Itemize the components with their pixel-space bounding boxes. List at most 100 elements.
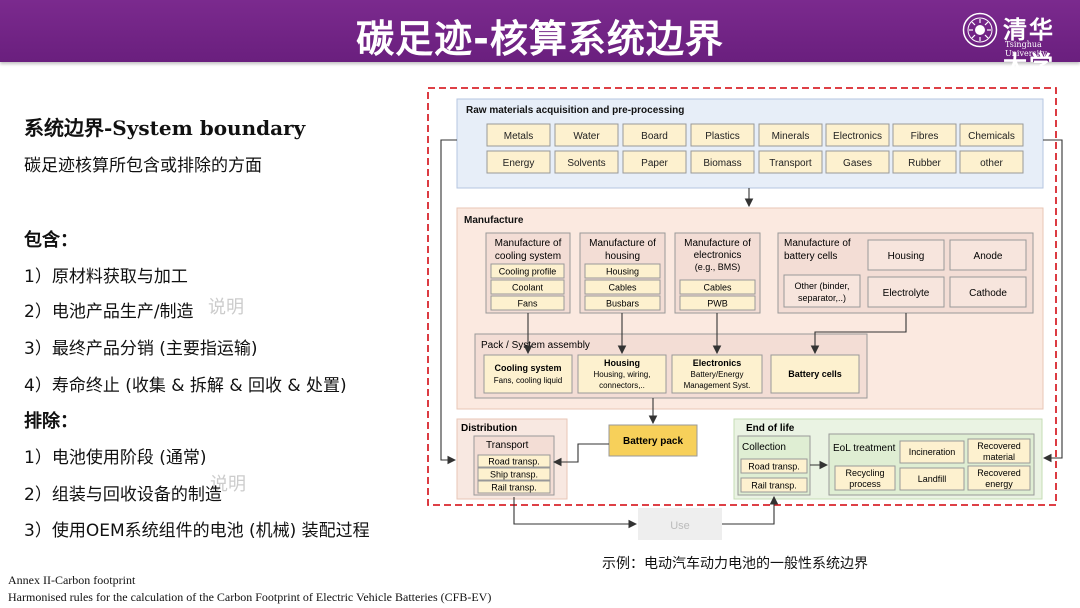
manufacture-group: Manufacture Manufacture of cooling syste… (456, 207, 1044, 410)
distribution-group: Distribution Transport Road transp. Ship… (456, 418, 568, 500)
housing-item: Cables (608, 283, 637, 293)
eol-title: End of life (746, 423, 795, 434)
manufacture-title: Manufacture (464, 215, 524, 226)
eol-recovered-material: Recovered (977, 441, 1021, 451)
footnote: Harmonised rules for the calculation of … (8, 590, 492, 604)
eol-recycling: process (849, 479, 881, 489)
raw-item: Solvents (567, 158, 605, 169)
ghost-text: 说明 (210, 474, 246, 495)
header-bar: 碳足迹-核算系统边界 清华大学 Tsinghua University (0, 0, 1080, 79)
eol-treatment-title: EoL treatment (833, 443, 896, 454)
distribution-item: Ship transp. (490, 470, 538, 480)
exclude-label: 排除： (24, 411, 78, 432)
housing-item: Busbars (606, 299, 640, 309)
use-box (638, 508, 722, 540)
exclude-item: 3）使用OEM系统组件的电池 (机械) 装配过程 (24, 521, 370, 541)
raw-item: other (980, 158, 1003, 169)
eol-recovered-energy: Recovered (977, 468, 1021, 478)
university-seal-icon (962, 12, 998, 48)
cells-item: Electrolyte (883, 288, 930, 299)
housing-item: Housing (606, 267, 639, 277)
cells-other: Other (binder, (794, 281, 849, 291)
distribution-title: Distribution (461, 423, 517, 434)
logo-text-cn: 清华大学 (1003, 15, 1055, 79)
electronics-title: electronics (694, 250, 742, 261)
footnote: Annex II-Carbon footprint (8, 573, 136, 587)
raw-item: Board (641, 131, 668, 142)
raw-item: Biomass (703, 158, 741, 169)
eol-recycling: Recycling (845, 468, 884, 478)
pack-electronics-sub: Battery/Energy (691, 370, 744, 379)
pack-cooling: Cooling system (494, 363, 561, 373)
raw-item: Minerals (772, 131, 810, 142)
electronics-item: Cables (703, 283, 732, 293)
pack-housing-sub: connectors,.. (599, 381, 645, 390)
cells-item: Housing (888, 251, 925, 262)
collection-item: Rail transp. (751, 481, 797, 491)
include-item: 2）电池产品生产/制造 (24, 302, 194, 322)
raw-item: Plastics (705, 131, 739, 142)
battery-pack-label: Battery pack (623, 436, 683, 447)
raw-item: Transport (769, 158, 812, 169)
eol-recovered-material: material (983, 452, 1015, 462)
raw-item: Gases (843, 158, 872, 169)
collection-item: Road transp. (748, 462, 800, 472)
exclude-item: 1）电池使用阶段 (通常) (24, 448, 207, 468)
cells-title: battery cells (784, 251, 837, 262)
pack-assembly-title: Pack / System assembly (481, 340, 590, 351)
collection-title: Collection (742, 442, 786, 453)
raw-item: Water (573, 131, 600, 142)
pack-cooling-sub: Fans, cooling liquid (494, 376, 562, 385)
include-item: 1）原材料获取与加工 (24, 267, 188, 287)
exclude-item: 2）组装与回收设备的制造 (24, 485, 222, 505)
include-item: 4）寿命终止 (收集 & 拆解 & 回收 & 处置) (24, 376, 347, 396)
raw-materials-title: Raw materials acquisition and pre-proces… (466, 105, 684, 116)
housing-title: Manufacture of (589, 238, 656, 249)
include-label: 包含： (24, 230, 78, 251)
electronics-title: (e.g., BMS) (695, 262, 741, 272)
cells-title: Manufacture of (784, 238, 851, 249)
pack-housing: Housing (604, 358, 640, 368)
electronics-title: Manufacture of (684, 238, 751, 249)
raw-item: Electronics (833, 131, 882, 142)
distribution-item: Rail transp. (491, 483, 537, 493)
raw-item: Chemicals (968, 131, 1015, 142)
cells-other: separator,..) (798, 293, 846, 303)
cooling-item: Coolant (512, 283, 544, 293)
cells-item: Anode (974, 251, 1003, 262)
transport-title: Transport (486, 440, 529, 451)
ghost-text: 说明 (208, 297, 244, 318)
raw-item: Energy (503, 158, 535, 169)
cells-item: Cathode (969, 288, 1007, 299)
section-subtitle: 碳足迹核算所包含或排除的方面 (24, 156, 262, 176)
battery-pack-box (608, 424, 698, 457)
pack-electronics: Electronics (693, 358, 742, 368)
include-item: 3）最终产品分销 (主要指运输) (24, 339, 258, 359)
cooling-item: Cooling profile (499, 267, 557, 277)
cooling-item: Fans (517, 299, 538, 309)
pack-cells: Battery cells (788, 369, 842, 379)
eol-item: Incineration (909, 447, 956, 457)
distribution-item: Road transp. (488, 457, 540, 467)
housing-title: housing (605, 251, 640, 262)
raw-item: Rubber (908, 158, 941, 169)
eol-item: Landfill (918, 474, 947, 484)
end-of-life-group: End of life Collection Road transp. Rail… (733, 418, 1043, 500)
diagram-caption: 示例：电动汽车动力电池的一般性系统边界 (602, 556, 868, 572)
use-label: Use (670, 520, 690, 532)
cooling-title: cooling system (495, 251, 561, 262)
raw-materials-group: Raw materials acquisition and pre-proces… (456, 98, 1044, 189)
cooling-title: Manufacture of (495, 238, 562, 249)
pack-housing-sub: Housing, wiring, (594, 370, 651, 379)
raw-item: Paper (641, 158, 668, 169)
pack-electronics-sub: Management Syst. (684, 381, 751, 390)
logo-text-en: Tsinghua University (1005, 40, 1047, 58)
electronics-item: PWB (707, 299, 728, 309)
raw-item: Metals (504, 131, 533, 142)
system-boundary (427, 87, 1057, 506)
flow-connectors (440, 139, 1063, 529)
section-title: 系统边界-System boundary (24, 116, 306, 140)
raw-item: Fibres (911, 131, 939, 142)
page-title: 碳足迹-核算系统边界 (356, 17, 724, 61)
